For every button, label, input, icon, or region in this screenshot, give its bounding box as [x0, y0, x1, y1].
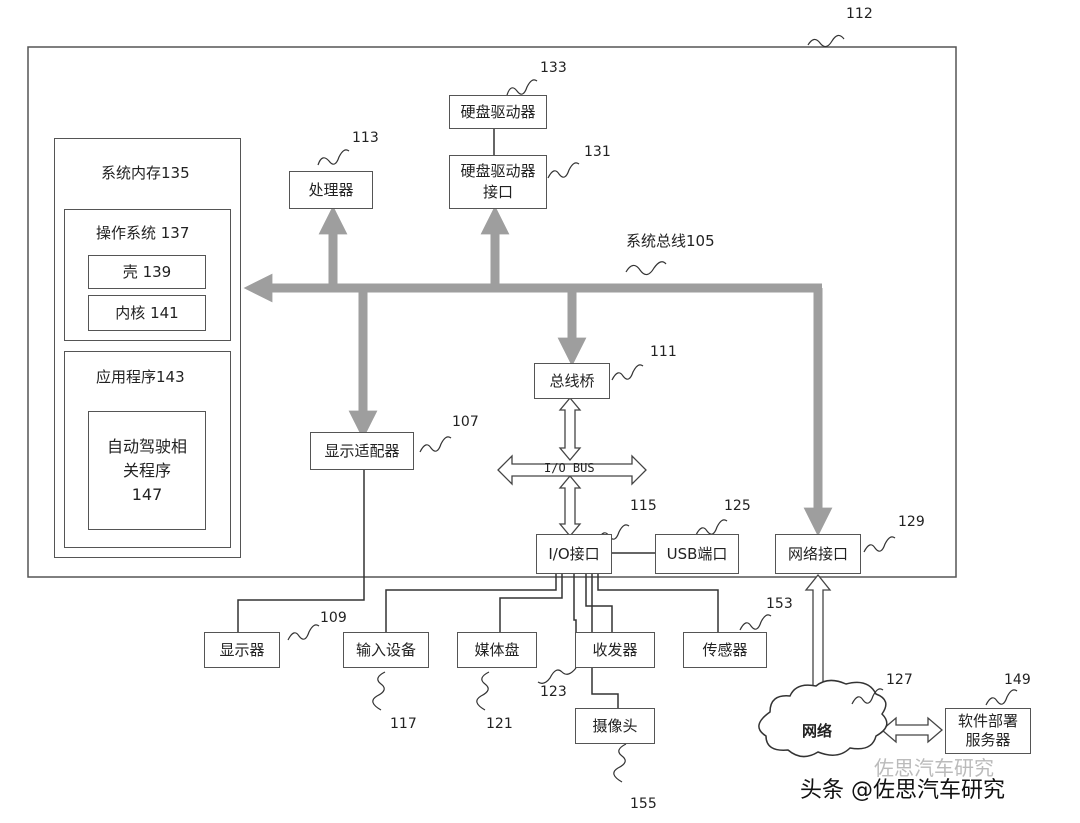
hdd-box: 硬盘驱动器 [449, 95, 547, 129]
camera-label: 摄像头 [592, 716, 638, 735]
transceiver-box: 收发器 [575, 632, 655, 668]
ref-111: 111 [650, 344, 677, 360]
network-interface-label: 网络接口 [787, 544, 848, 563]
ref-149: 149 [1004, 672, 1031, 688]
processor-box: 处理器 [289, 171, 373, 209]
ref-117: 117 [390, 716, 417, 732]
autodrive-box: 自动驾驶相 关程序 147 [88, 411, 206, 530]
display-adapter-label: 显示适配器 [324, 441, 400, 460]
io-arrows [497, 396, 943, 744]
input-device-box: 输入设备 [343, 632, 429, 668]
ref-127: 127 [886, 672, 913, 688]
server-box: 软件部署 服务器 [945, 708, 1031, 754]
sensor-label: 传感器 [702, 640, 748, 659]
autodrive-line3: 147 [131, 484, 163, 504]
ref-squiggles [287, 79, 1018, 783]
media-disk-label: 媒体盘 [474, 640, 520, 659]
watermark-faint: 佐思汽车研究 [874, 756, 994, 780]
network-label: 网络 [802, 722, 833, 740]
ref-155: 155 [630, 796, 657, 812]
display-label: 显示器 [219, 640, 265, 659]
input-device-label: 输入设备 [355, 640, 416, 659]
ref-113: 113 [352, 130, 379, 146]
io-connections [237, 470, 719, 708]
network-cloud [758, 679, 888, 758]
usb-port-label: USB端口 [666, 544, 728, 563]
transceiver-label: 收发器 [592, 640, 638, 659]
hdd-label: 硬盘驱动器 [460, 102, 536, 121]
processor-label: 处理器 [308, 180, 354, 199]
ref-115: 115 [630, 498, 657, 514]
os-label: 操作系统 137 [96, 224, 190, 242]
server-line2: 服务器 [965, 731, 1011, 749]
camera-box: 摄像头 [575, 708, 655, 744]
ref-133: 133 [540, 60, 567, 76]
network-interface-box: 网络接口 [775, 534, 861, 574]
bus-bridge-label: 总线桥 [549, 371, 595, 390]
kernel-label: 内核 141 [115, 303, 179, 322]
ref-123: 123 [540, 684, 567, 700]
hdd-interface-box: 硬盘驱动器 接口 [449, 155, 547, 209]
autodrive-line2: 关程序 [122, 460, 171, 480]
media-disk-box: 媒体盘 [457, 632, 537, 668]
sensor-box: 传感器 [683, 632, 767, 668]
shell-label: 壳 139 [122, 262, 172, 281]
autodrive-line1: 自动驾驶相 [106, 436, 187, 456]
shell-box: 壳 139 [88, 255, 206, 289]
io-interface-label: I/O接口 [548, 544, 600, 563]
ref-129: 129 [898, 514, 925, 530]
ref-squiggle-112 [807, 34, 845, 48]
io-bus-label: I/O BUS [544, 461, 595, 475]
system-bus-label: 系统总线105 [626, 232, 715, 250]
ref-112: 112 [846, 6, 873, 22]
kernel-box: 内核 141 [88, 295, 206, 331]
apps-label: 应用程序143 [96, 368, 185, 386]
ref-153: 153 [766, 596, 793, 612]
ref-131: 131 [584, 144, 611, 160]
ref-107: 107 [452, 414, 479, 430]
usb-port-box: USB端口 [655, 534, 739, 574]
display-box: 显示器 [204, 632, 280, 668]
ref-squiggle-105 [625, 261, 667, 276]
hdd-interface-line1: 硬盘驱动器 [460, 162, 536, 180]
computer-frame [27, 46, 957, 578]
system-memory-label: 系统内存135 [101, 164, 190, 182]
hdd-interface-line2: 接口 [482, 183, 513, 201]
ref-125: 125 [724, 498, 751, 514]
bus-bridge-box: 总线桥 [534, 363, 610, 399]
watermark: 头条 @佐思汽车研究 [800, 778, 1005, 803]
ref-109: 109 [320, 610, 347, 626]
io-interface-box: I/O接口 [536, 534, 612, 574]
display-adapter-box: 显示适配器 [310, 432, 414, 470]
server-line1: 软件部署 [957, 712, 1018, 730]
ref-121: 121 [486, 716, 513, 732]
system-bus [243, 205, 833, 537]
